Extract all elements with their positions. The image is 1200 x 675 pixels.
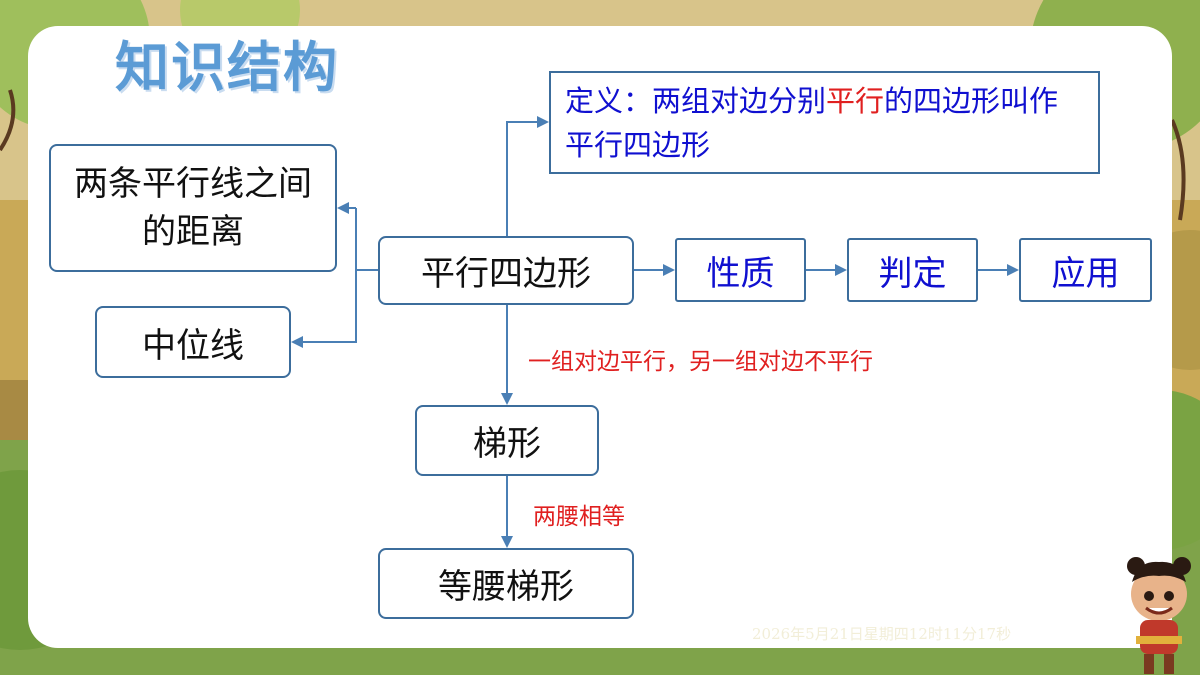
isosceles-condition: 两腰相等 bbox=[533, 504, 625, 530]
trapezoid-condition: 一组对边平行，另一组对边不平行 bbox=[528, 349, 873, 375]
definition-prefix: 定义：两组对边分别 bbox=[565, 84, 827, 118]
node-isosceles: 等腰梯形 bbox=[378, 548, 634, 619]
page-title: 知识结构 bbox=[115, 36, 339, 99]
node-parallelogram-label: 平行四边形 bbox=[421, 254, 591, 294]
node-midline: 中位线 bbox=[95, 306, 291, 378]
node-trapezoid: 梯形 bbox=[415, 405, 599, 476]
node-distance: 两条平行线之间的距离 bbox=[49, 144, 337, 272]
node-application: 应用 bbox=[1019, 238, 1152, 302]
node-distance-label: 两条平行线之间的距离 bbox=[74, 164, 312, 252]
node-parallelogram: 平行四边形 bbox=[378, 236, 634, 305]
node-application-label: 应用 bbox=[1051, 253, 1120, 294]
node-criteria-label: 判定 bbox=[878, 253, 947, 294]
timestamp: 2026年5月21日星期四12时11分17秒 bbox=[752, 625, 1012, 643]
node-midline-label: 中位线 bbox=[142, 325, 244, 366]
cartoon-character-illustration bbox=[1127, 557, 1191, 674]
definition-box: 定义：两组对边分别平行的四边形叫作平行四边形 bbox=[549, 71, 1100, 174]
node-trapezoid-label: 梯形 bbox=[473, 424, 541, 464]
node-property: 性质 bbox=[675, 238, 806, 302]
definition-highlight: 平行 bbox=[826, 84, 885, 118]
node-property-label: 性质 bbox=[706, 253, 775, 294]
node-isosceles-label: 等腰梯形 bbox=[438, 567, 574, 607]
definition-suffix: 的四边形叫作平行四边形 bbox=[565, 84, 1059, 162]
node-criteria: 判定 bbox=[847, 238, 978, 302]
